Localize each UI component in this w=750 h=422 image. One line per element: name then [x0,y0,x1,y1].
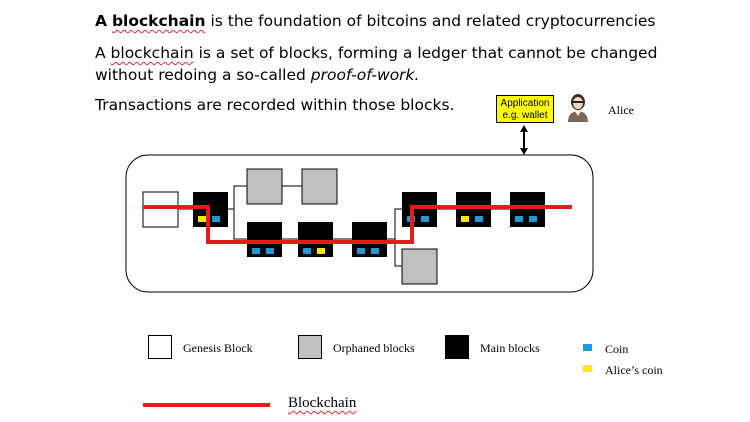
orphan-block [246,168,283,205]
orphan-block [301,168,338,205]
transactions-line: Transactions are recorded within those b… [95,96,455,114]
main-block [247,222,282,257]
title-article: A [95,12,107,30]
app-ledger-arrow [520,125,528,155]
legend-alice-coin-label: Alice’s coin [605,363,663,377]
application-box: Application e.g. wallet [496,95,554,123]
coin [515,216,523,222]
title-term: blockchain [111,12,206,30]
coin [303,248,311,254]
application-example: e.g. wallet [502,109,548,121]
definition-article: A [95,44,106,62]
main-block [402,192,437,227]
legend-orphaned-label: Orphaned blocks [333,341,415,355]
legend-alice-coin-swatch [583,365,592,372]
definition-line-1: A blockchain is a set of blocks, forming… [95,44,657,62]
main-block [510,192,545,227]
coin [475,216,483,222]
genesis-block [142,191,179,228]
legend-orphaned-swatch [298,335,322,359]
definition-term: blockchain [110,44,194,62]
alice-coin [461,216,469,222]
legend-main-swatch [445,335,469,359]
application-label: Application [500,98,550,109]
coin [371,248,379,254]
coin [421,216,429,222]
proof-of-work-term: proof-of-work. [310,66,420,84]
person-icon [568,94,588,122]
legend-coin-label: Coin [605,342,629,356]
main-block [193,192,228,227]
user-name: Alice [608,103,634,117]
legend-coin-swatch [583,344,592,351]
legend-genesis-label: Genesis Block [183,341,253,355]
definition-rest: is a set of blocks, forming a ledger tha… [198,44,658,62]
orphan-block [401,248,438,285]
title-line: A blockchain is the foundation of bitcoi… [95,12,656,30]
alice-coin [198,216,206,222]
coin [529,216,537,222]
coin [252,248,260,254]
coin [357,248,365,254]
title-rest: is the foundation of bitcoins and relate… [210,12,656,30]
main-block [352,222,387,257]
legend-blockchain-label: Blockchain [288,395,357,411]
legend-main-label: Main blocks [480,341,540,355]
coin [212,216,220,222]
main-block [456,192,491,227]
legend-genesis-swatch [148,335,172,359]
alice-coin [317,248,325,254]
legend-blockchain-line [143,403,270,407]
definition-line-2: without redoing a so-called proof-of-wor… [95,66,419,84]
coin [266,248,274,254]
definition-continued: without redoing a so-called [95,66,306,84]
main-block [298,222,333,257]
blockchain-path [143,205,572,244]
